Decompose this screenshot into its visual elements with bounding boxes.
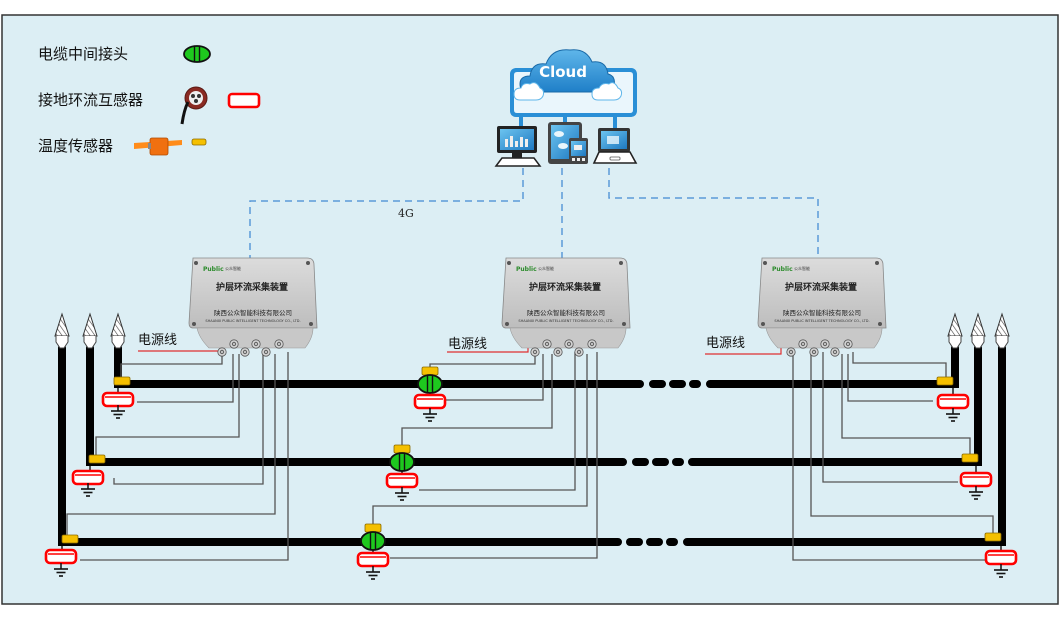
end-sensors xyxy=(44,376,1018,578)
connector-port-icon xyxy=(574,347,584,357)
cable-joint-icon xyxy=(360,531,386,551)
connector-port-icon xyxy=(843,339,853,349)
device-company-en: SHAANXI PUBLIC INTELLIGENT TECHNOLOGY CO… xyxy=(205,319,300,323)
power-line-label-1: 电源线 xyxy=(138,333,177,348)
device-company: 陕西公众智能科技有限公司 xyxy=(214,308,292,317)
connector-port-icon xyxy=(798,339,808,349)
temperature-sensor-icon xyxy=(364,523,382,533)
connector-port-icon xyxy=(564,339,574,349)
device-brand-cn: 公众智能 xyxy=(794,265,810,271)
link-label-4g: 4G xyxy=(398,207,414,220)
current-transformer-icon xyxy=(44,548,78,565)
current-transformer-icon xyxy=(984,549,1018,566)
connector-port-icon xyxy=(217,347,227,357)
connector-port-icon xyxy=(553,347,563,357)
temperature-sensor-icon xyxy=(421,366,439,376)
desktop-monitor-icon xyxy=(494,126,542,167)
connector-port-icon xyxy=(530,347,540,357)
cable-joint-icon xyxy=(183,45,211,63)
connector-port-icon xyxy=(820,339,830,349)
link-device-3 xyxy=(608,168,819,258)
legend-label-current-transformer: 接地环流互感器 xyxy=(38,91,143,109)
connector-port-icon xyxy=(830,347,840,357)
middle-joints xyxy=(356,366,447,580)
device-company: 陕西公众智能科技有限公司 xyxy=(783,308,861,317)
cloud-network: Cloud xyxy=(494,49,638,167)
connector-port-icon xyxy=(274,339,284,349)
power-line-label-3: 电源线 xyxy=(706,336,745,351)
temperature-sensor-icon xyxy=(393,444,411,454)
laptop-icon xyxy=(592,128,638,164)
temperature-sensor-icon xyxy=(936,376,954,386)
temperature-sensor-icon xyxy=(88,454,106,464)
cloud-label: Cloud xyxy=(539,63,587,81)
current-transformer-icon xyxy=(71,469,105,486)
cable-joint-icon xyxy=(389,452,415,472)
device-company-en: SHAANXI PUBLIC INTELLIGENT TECHNOLOGY CO… xyxy=(518,319,613,323)
legend-label-temperature-sensor: 温度传感器 xyxy=(38,137,113,155)
current-transformer-icon xyxy=(936,393,970,410)
device-brand-logo: Public xyxy=(203,266,224,273)
device-brand-logo: Public xyxy=(772,266,793,273)
connector-port-icon xyxy=(229,339,239,349)
connector-port-icon xyxy=(542,339,552,349)
device-brand-cn: 公众智能 xyxy=(225,265,241,271)
connector-port-icon xyxy=(251,339,261,349)
device-title: 护层环流采集装置 xyxy=(785,281,857,293)
collector-device-1[interactable]: Public 公众智能 护层环流采集装置 陕西公众智能科技有限公司 SHAANX… xyxy=(188,257,318,357)
device-title: 护层环流采集装置 xyxy=(529,281,601,293)
collector-device-3[interactable]: Public 公众智能 护层环流采集装置 陕西公众智能科技有限公司 SHAANX… xyxy=(757,257,887,357)
connector-port-icon xyxy=(587,339,597,349)
collector-device-2[interactable]: Public 公众智能 护层环流采集装置 陕西公众智能科技有限公司 SHAANX… xyxy=(501,257,631,357)
connector-port-icon xyxy=(261,347,271,357)
current-transformer-icon xyxy=(227,92,261,109)
current-transformer-icon xyxy=(101,391,135,408)
temperature-sensor-icon xyxy=(113,376,131,386)
legend: 电缆中间接头 接地环流互感器 温度传感器 xyxy=(38,45,261,156)
connector-port-icon xyxy=(240,347,250,357)
temperature-sensor-photo-icon xyxy=(134,137,182,156)
device-brand-logo: Public xyxy=(516,266,537,273)
device-company: 陕西公众智能科技有限公司 xyxy=(527,308,605,317)
current-transformer-icon xyxy=(959,471,993,488)
link-device-1 xyxy=(249,168,524,258)
current-transformer-icon xyxy=(413,393,447,410)
legend-label-cable-joint: 电缆中间接头 xyxy=(38,45,128,63)
wireless-links xyxy=(249,168,819,258)
device-brand-cn: 公众智能 xyxy=(538,265,554,271)
current-transformer-icon xyxy=(356,551,390,568)
connector-port-icon xyxy=(809,347,819,357)
legend-item-current-transformer: 接地环流互感器 xyxy=(38,86,261,125)
signal-wires xyxy=(66,352,994,561)
current-transformer-photo-icon xyxy=(180,86,208,125)
current-transformer-icon xyxy=(385,472,419,489)
power-line-label-2: 电源线 xyxy=(448,337,487,352)
legend-item-cable-joint: 电缆中间接头 xyxy=(38,45,211,63)
connector-port-icon xyxy=(786,347,796,357)
temperature-sensor-icon xyxy=(984,532,1002,542)
tablet-phone-icon xyxy=(548,122,588,164)
cable-joint-icon xyxy=(417,374,443,394)
legend-item-temperature-sensor: 温度传感器 xyxy=(38,137,207,156)
device-title: 护层环流采集装置 xyxy=(216,281,288,293)
temperature-sensor-icon xyxy=(61,534,79,544)
cloud-icon: Cloud xyxy=(513,49,623,101)
temperature-sensor-icon xyxy=(191,138,207,146)
device-company-en: SHAANXI PUBLIC INTELLIGENT TECHNOLOGY CO… xyxy=(774,319,869,323)
temperature-sensor-icon xyxy=(961,453,979,463)
